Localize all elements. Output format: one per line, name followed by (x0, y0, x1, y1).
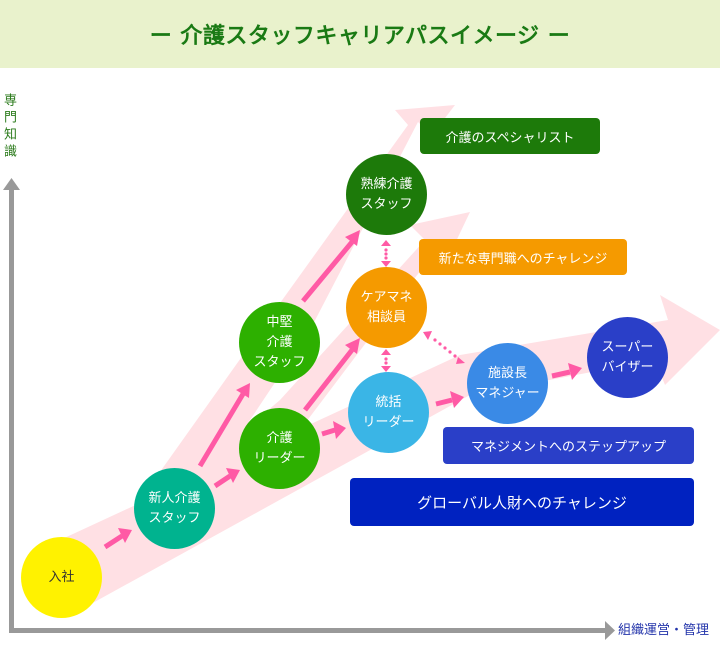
tag-new-profession-label: 新たな専門職へのチャレンジ (438, 251, 608, 267)
node-care-leader: 介護 リーダー (239, 408, 320, 489)
node-general-leader: 統括 リーダー (348, 372, 429, 453)
tag-management: マネジメントへのステップアップ (443, 427, 694, 464)
arrow-care-leader-to-care-manager (303, 338, 360, 412)
band-management-path (40, 295, 720, 610)
node-expert-staff: 熟練介護 スタッフ (346, 154, 427, 235)
node-entry: 入社 (21, 537, 102, 618)
y-axis-label: 専門知識 (1, 93, 16, 161)
node-general-leader-label: 統括 リーダー (362, 394, 415, 430)
tag-global: グローバル人財へのチャレンジ (350, 478, 694, 526)
node-supervisor: スーパー バイザー (587, 317, 668, 398)
node-facility-manager: 施設長 マネジャー (467, 343, 548, 424)
arrow-new-staff-to-mid-staff (197, 383, 250, 468)
arrow-care-leader-to-general-leader (321, 421, 346, 439)
arrow-facility-manager-to-supervisor (551, 363, 582, 380)
page-title: ー 介護スタッフキャリアパスイメージ ー (149, 24, 571, 49)
tag-management-label: マネジメントへのステップアップ (470, 440, 666, 455)
tag-specialist-label: 介護のスペシャリスト (445, 130, 575, 146)
x-axis (9, 621, 615, 640)
tag-global-label: グローバル人財へのチャレンジ (417, 493, 627, 512)
x-axis-arrow-icon (605, 621, 615, 640)
node-mid-staff: 中堅 介護 スタッフ (239, 302, 320, 383)
link-care-manager-to-facility-manager (423, 331, 465, 364)
y-axis-arrow-icon (3, 178, 20, 190)
arrow-new-staff-to-care-leader (213, 468, 240, 489)
node-new-staff: 新人介護 スタッフ (134, 468, 215, 549)
node-expert-staff-label: 熟練介護 スタッフ (360, 176, 413, 212)
y-axis (3, 178, 20, 633)
node-care-manager-label: ケアマネ 相談員 (360, 289, 413, 325)
x-axis-label: 組織運営・管理 (618, 623, 710, 638)
node-supervisor-label: スーパー バイザー (601, 339, 654, 375)
tag-specialist: 介護のスペシャリスト (420, 118, 600, 154)
arrow-entry-to-new-staff (103, 528, 132, 550)
tag-new-profession: 新たな専門職へのチャレンジ (419, 239, 627, 275)
node-entry-label: 入社 (48, 569, 75, 585)
node-care-manager: ケアマネ 相談員 (346, 267, 427, 348)
node-facility-manager-label: 施設長 マネジャー (475, 365, 540, 401)
node-care-leader-label: 介護 リーダー (253, 430, 306, 466)
arrow-mid-staff-to-expert-staff (301, 230, 360, 303)
link-expert-to-care-manager (381, 240, 391, 267)
node-new-staff-label: 新人介護 スタッフ (148, 490, 201, 526)
arrow-general-leader-to-facility-manager (435, 391, 464, 408)
header-banner: ー 介護スタッフキャリアパスイメージ ー (0, 0, 720, 68)
node-mid-staff-label: 中堅 介護 スタッフ (253, 314, 306, 370)
link-care-manager-to-general-leader (381, 349, 391, 372)
